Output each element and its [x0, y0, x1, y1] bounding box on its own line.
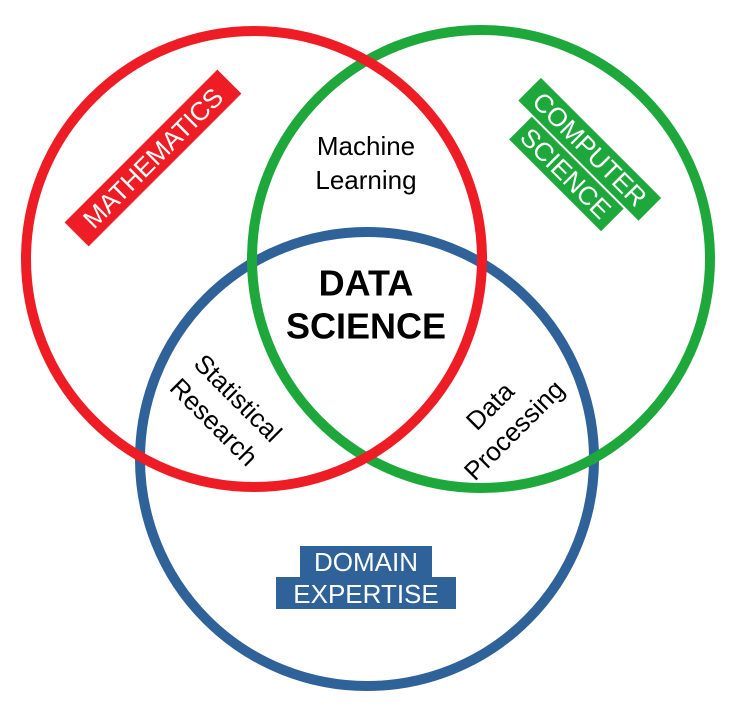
data-science-line2: SCIENCE	[286, 306, 446, 347]
computer-science-circle	[247, 25, 715, 493]
data-science-line1: DATA	[319, 263, 414, 304]
mathematics-label-text: MATHEMATICS	[77, 82, 229, 234]
domain-expertise-label-bg-1	[300, 546, 432, 577]
statistical-research-label: Statistical Research	[164, 348, 288, 472]
machine-learning-line2: Learning	[315, 165, 416, 195]
domain-expertise-label-line2: EXPERTISE	[293, 579, 438, 609]
domain-expertise-label-line1: DOMAIN	[314, 547, 418, 577]
domain-expertise-label-bg-2	[276, 577, 456, 609]
machine-learning-label: Machine Learning	[315, 131, 416, 195]
machine-learning-line1: Machine	[317, 131, 415, 161]
mathematics-label-bg	[64, 69, 242, 247]
computer-science-label-bg-2	[509, 116, 624, 232]
computer-science-label-bg-1	[518, 77, 662, 221]
mathematics-circle	[21, 26, 487, 492]
computer-science-label: COMPUTER SCIENCE	[509, 77, 662, 232]
data-science-label: DATA SCIENCE	[286, 263, 446, 347]
domain-expertise-label: DOMAIN EXPERTISE	[276, 546, 456, 609]
